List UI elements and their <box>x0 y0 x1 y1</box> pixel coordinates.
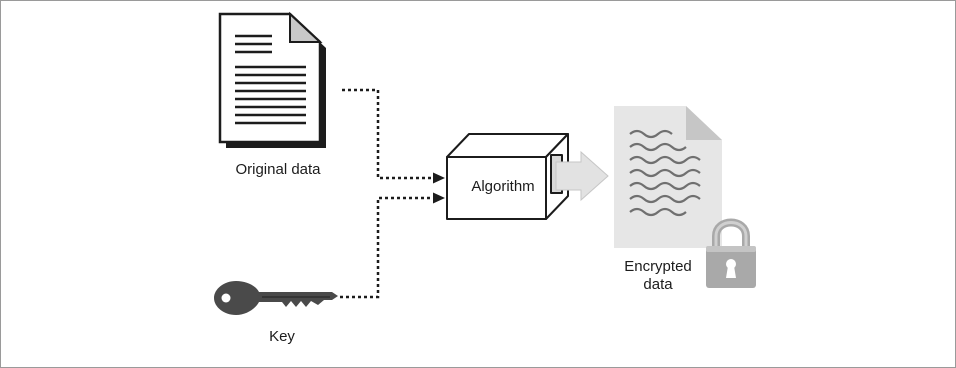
original-data-connector <box>342 88 432 180</box>
arrowhead-key <box>433 192 445 204</box>
arrowhead-original <box>433 172 445 184</box>
key-label: Key <box>269 328 295 345</box>
encrypted-data-label: Encrypted data <box>608 258 708 294</box>
encrypted-label-line1: Encrypted <box>624 258 692 275</box>
original-data-label: Original data <box>235 161 321 178</box>
key-icon <box>214 281 338 315</box>
encrypted-document-icon <box>614 106 722 248</box>
padlock-icon <box>706 218 756 288</box>
document-icon <box>218 11 326 148</box>
output-arrow-icon <box>555 150 609 202</box>
algorithm-label: Algorithm <box>471 178 535 195</box>
encrypted-label-line2: data <box>643 276 673 293</box>
key-connector <box>340 196 432 299</box>
algorithm-box-icon <box>446 133 569 220</box>
